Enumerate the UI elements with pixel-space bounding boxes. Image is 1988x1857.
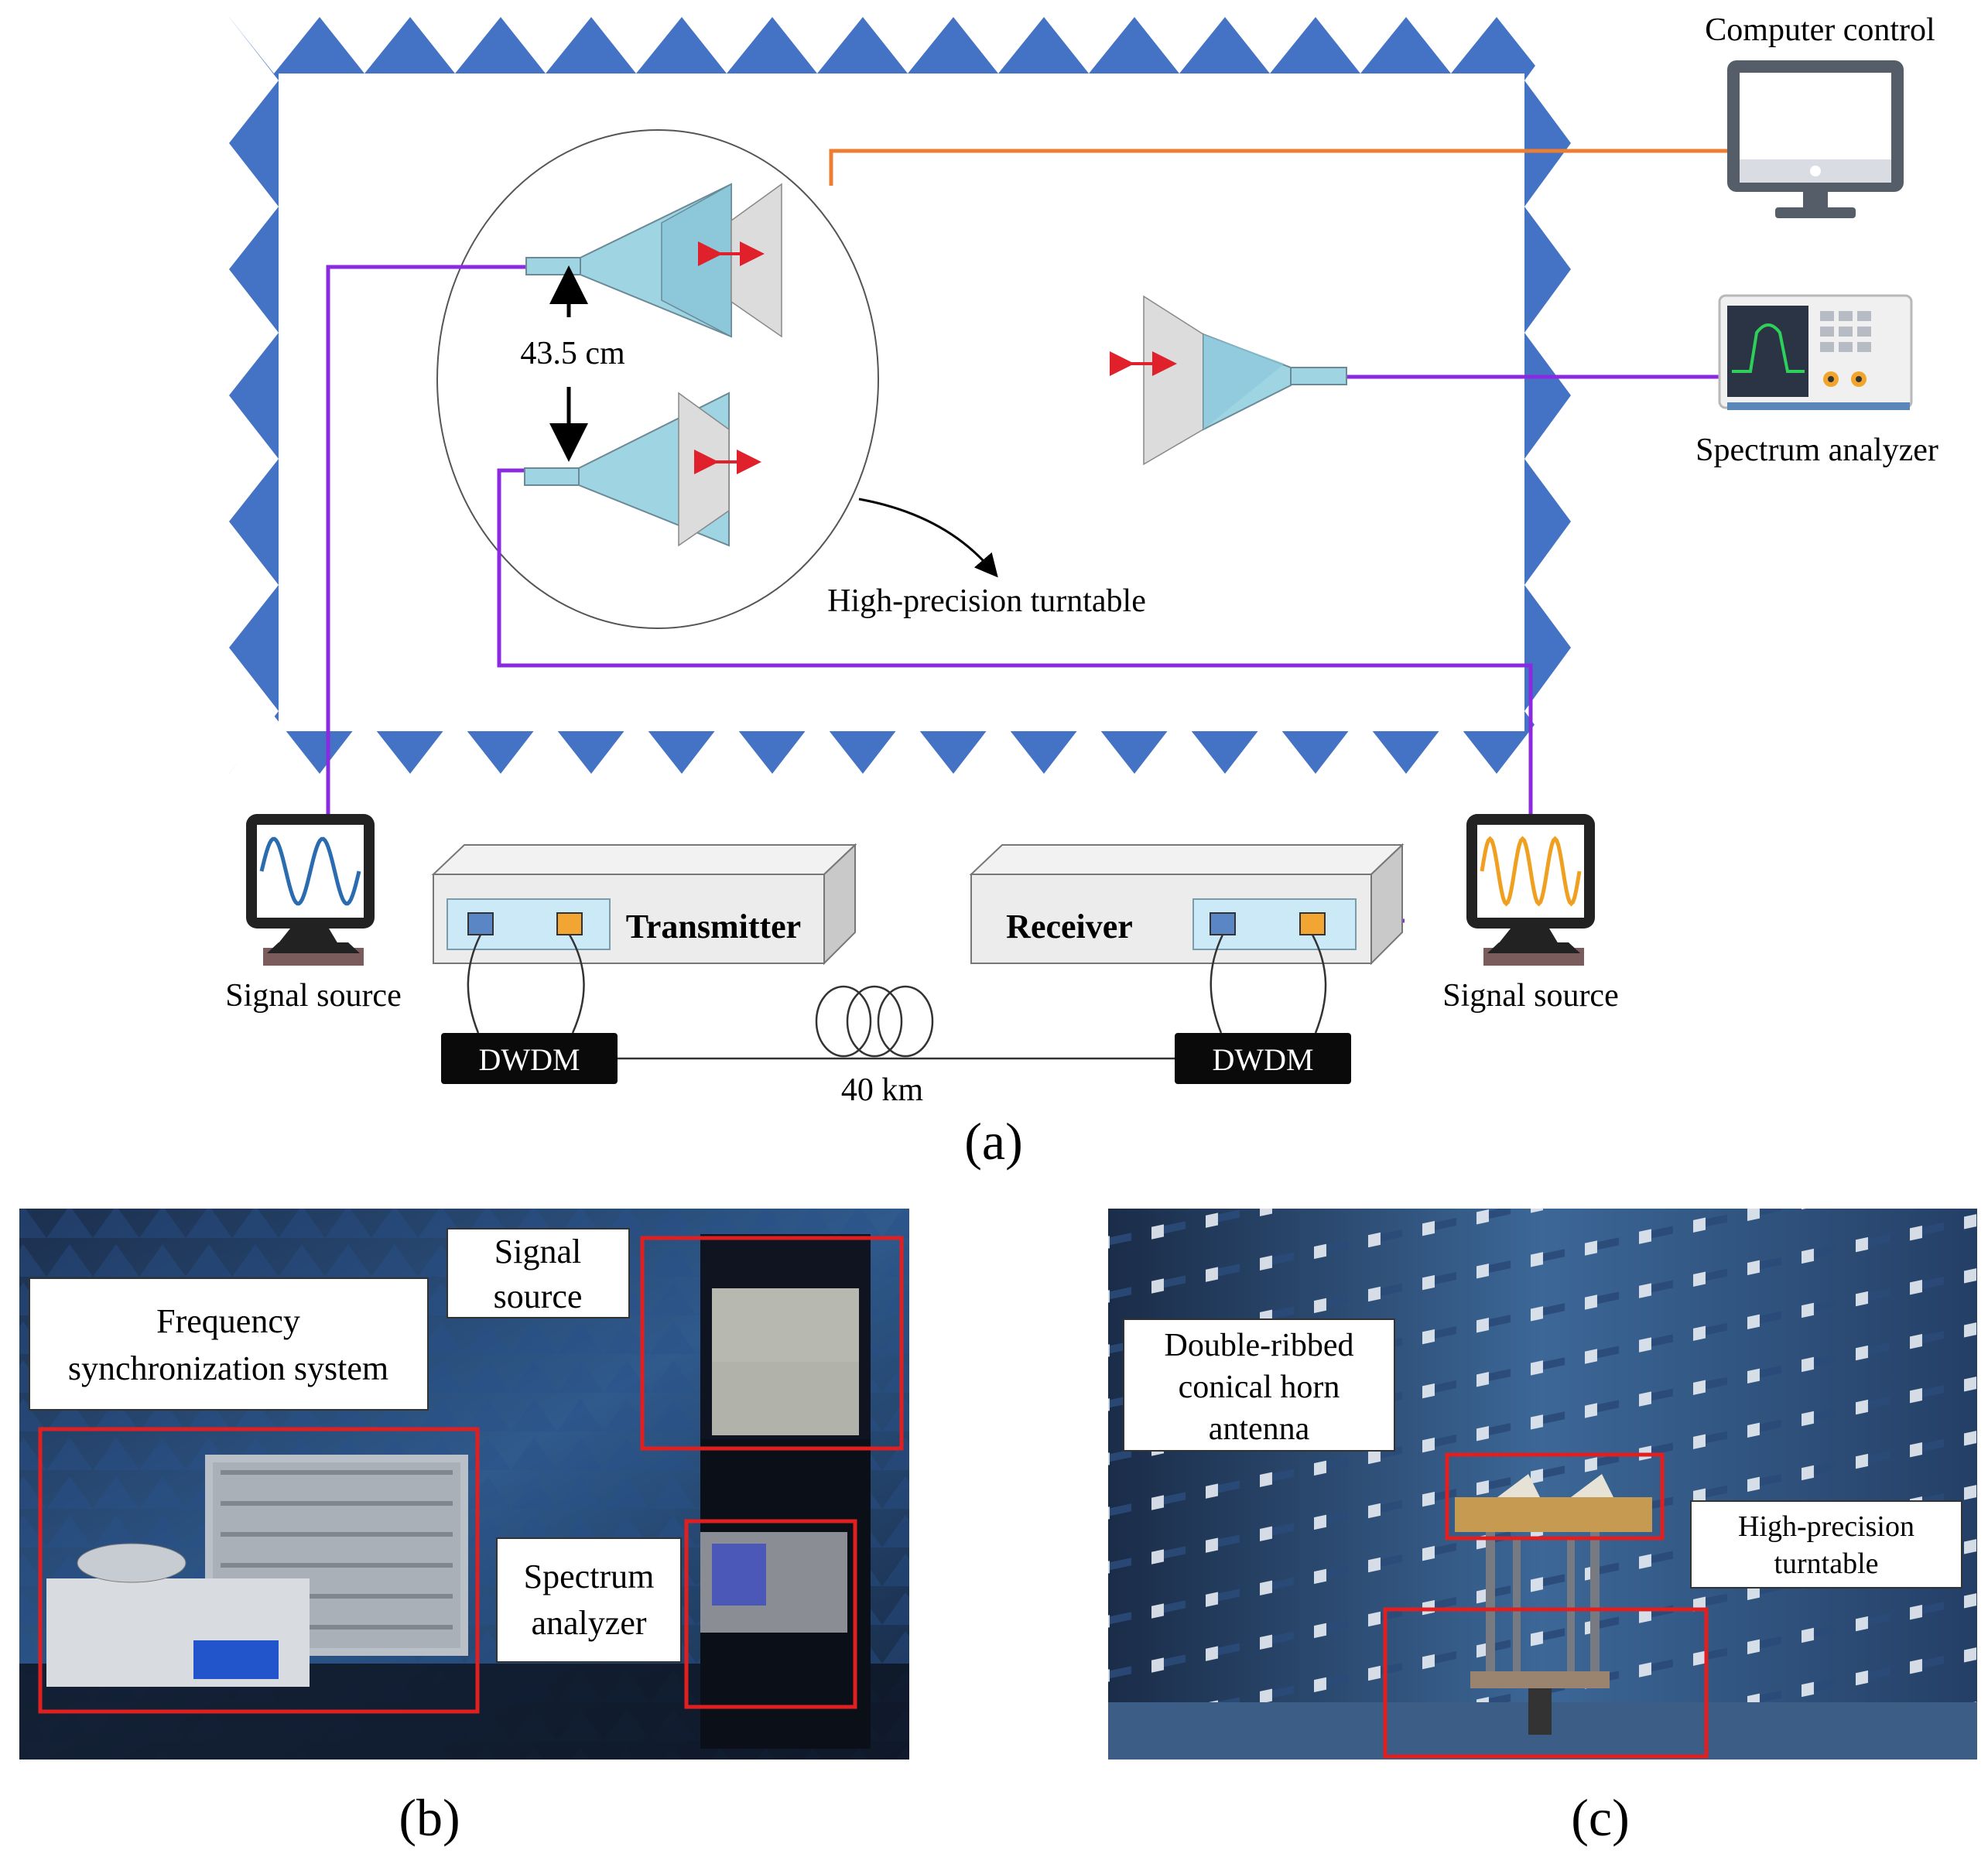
signal-source-right-label: Signal source bbox=[1442, 978, 1618, 1014]
absorber-notch bbox=[953, 716, 1044, 774]
absorber-notch bbox=[1134, 17, 1225, 74]
absorber-notch bbox=[1524, 522, 1571, 648]
frequency-sync-label-box bbox=[29, 1277, 429, 1411]
panel-b-photo: Frequency synchronization system Signal … bbox=[19, 1209, 909, 1760]
signal-source-b-line1: Signal bbox=[494, 1233, 581, 1270]
fiber-length-label: 40 km bbox=[841, 1072, 924, 1108]
spectrum-analyzer-icon bbox=[1718, 294, 1913, 410]
absorber-notch bbox=[229, 716, 320, 774]
absorber-notch bbox=[229, 522, 279, 648]
absorber-notch bbox=[501, 716, 591, 774]
panel-a-diagram: 43.5 cm High-precision turntable Compute… bbox=[225, 12, 1938, 1171]
signal-source-label-box bbox=[447, 1228, 630, 1318]
absorber-notch bbox=[1524, 143, 1571, 269]
turntable-circle bbox=[436, 129, 879, 629]
control-cable bbox=[829, 149, 1727, 186]
absorber-notch bbox=[1524, 648, 1571, 774]
computer-monitor-icon bbox=[1727, 60, 1904, 218]
absorber-notch bbox=[229, 143, 279, 269]
absorber-notch bbox=[772, 17, 863, 74]
horn-antenna-bottom bbox=[524, 392, 761, 547]
absorber-notch bbox=[229, 17, 320, 74]
signal-source-left-icon bbox=[246, 814, 375, 966]
dwdm-right-block bbox=[1175, 1033, 1351, 1084]
absorber-notch bbox=[1316, 716, 1406, 774]
turntable-c-line1: High-precision bbox=[1738, 1510, 1914, 1543]
signal-source-right-icon bbox=[1466, 814, 1595, 966]
absorber-notch bbox=[229, 269, 279, 395]
turntable-c-line2: turntable bbox=[1774, 1548, 1878, 1580]
turntable-c-label-box bbox=[1690, 1500, 1962, 1589]
highlight-boxes-c bbox=[1383, 1452, 1709, 1759]
receiver-box: Receiver bbox=[969, 843, 1405, 966]
absorber-notch bbox=[1524, 395, 1571, 522]
absorber-notch bbox=[320, 716, 410, 774]
absorber-notch bbox=[1225, 716, 1316, 774]
absorber-notch bbox=[1044, 716, 1134, 774]
caption-c: (c) bbox=[1571, 1788, 1629, 1847]
absorber-notch bbox=[229, 395, 279, 522]
spectrum-b-line2: analyzer bbox=[532, 1604, 647, 1642]
absorber-notch bbox=[953, 17, 1044, 74]
horn-label-box bbox=[1123, 1318, 1395, 1452]
horn-antenna-top bbox=[525, 183, 782, 338]
absorber-notch bbox=[591, 17, 682, 74]
frequency-sync-line1: Frequency bbox=[156, 1302, 300, 1340]
absorber-notch bbox=[1044, 17, 1134, 74]
absorber-notch bbox=[1225, 17, 1316, 74]
absorber-notch bbox=[772, 716, 863, 774]
absorber-notch bbox=[682, 716, 772, 774]
absorber-notch bbox=[229, 17, 279, 143]
highlight-boxes-b bbox=[38, 1236, 904, 1714]
anechoic-chamber-frame bbox=[229, 17, 1587, 774]
fiber-links bbox=[467, 934, 1327, 1060]
absorber-notch bbox=[229, 648, 279, 774]
absorber-notch bbox=[591, 716, 682, 774]
horn-c-line1: Double-ribbed bbox=[1165, 1328, 1354, 1363]
horn-c-line3: antenna bbox=[1209, 1411, 1310, 1447]
absorber-notch bbox=[501, 17, 591, 74]
dwdm-left-label: DWDM bbox=[478, 1042, 580, 1077]
distance-label: 43.5 cm bbox=[520, 336, 625, 371]
receiver-label: Receiver bbox=[1006, 908, 1133, 946]
absorber-notch bbox=[863, 716, 953, 774]
caption-a: (a) bbox=[964, 1112, 1022, 1171]
transmitter-box: Transmitter bbox=[431, 843, 857, 966]
computer-control-label: Computer control bbox=[1705, 12, 1935, 48]
absorber-notch bbox=[1406, 716, 1497, 774]
absorber-notch bbox=[863, 17, 953, 74]
dwdm-left-block bbox=[441, 1033, 618, 1084]
turntable-label: High-precision turntable bbox=[827, 583, 1146, 619]
transmitter-label: Transmitter bbox=[626, 908, 801, 946]
signal-source-left-label: Signal source bbox=[225, 978, 401, 1014]
panel-c-photo: Double-ribbed conical horn antenna High-… bbox=[1108, 1209, 1977, 1760]
absorber-notch bbox=[320, 17, 410, 74]
spectrum-analyzer-label: Spectrum analyzer bbox=[1695, 433, 1938, 468]
absorber-notch bbox=[682, 17, 772, 74]
dwdm-right-label: DWDM bbox=[1212, 1042, 1313, 1077]
absorber-notch bbox=[1406, 17, 1497, 74]
absorber-notch bbox=[1524, 269, 1571, 395]
absorber-notch bbox=[1524, 17, 1571, 143]
absorber-notch bbox=[410, 716, 501, 774]
horn-antenna-receive bbox=[1110, 295, 1347, 466]
spectrum-b-line1: Spectrum bbox=[524, 1558, 655, 1595]
absorber-notch bbox=[1316, 17, 1406, 74]
absorber-notch bbox=[410, 17, 501, 74]
turntable-pointer bbox=[858, 498, 998, 578]
caption-b: (b) bbox=[399, 1788, 460, 1847]
frequency-sync-line2: synchronization system bbox=[68, 1349, 388, 1387]
horn-c-line2: conical horn bbox=[1179, 1370, 1340, 1405]
absorber-notch bbox=[1134, 716, 1225, 774]
spectrum-label-box bbox=[496, 1537, 682, 1663]
signal-source-b-line2: source bbox=[494, 1277, 583, 1315]
